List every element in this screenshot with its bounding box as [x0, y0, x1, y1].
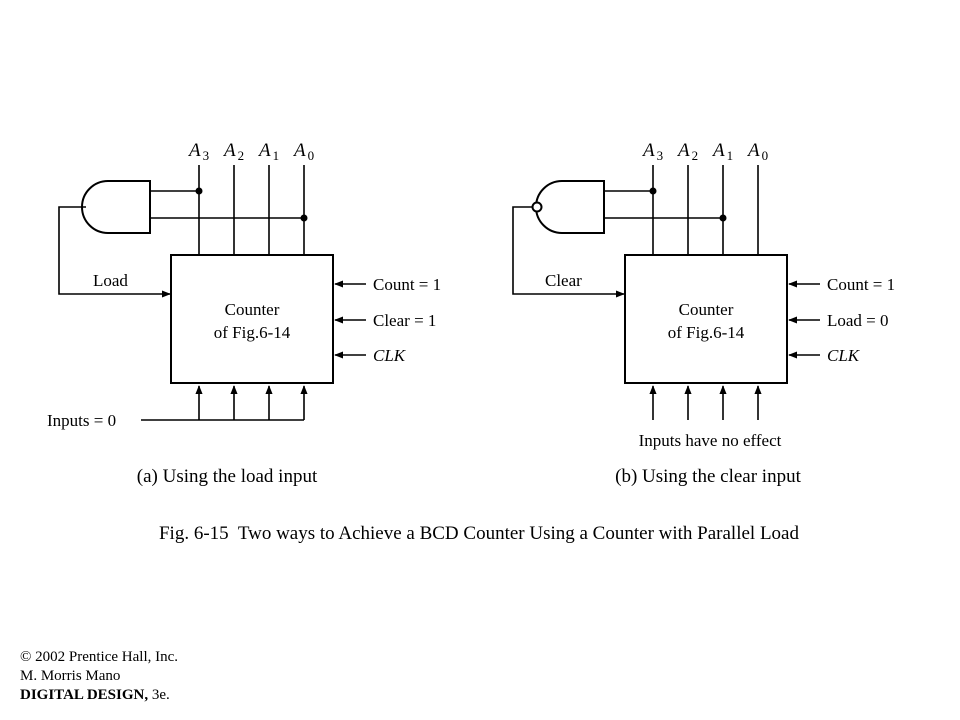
counter-box: [624, 254, 788, 384]
nand-gate-icon: [535, 180, 605, 234]
clear-feedback-wire: [512, 206, 625, 298]
panel-b-output-wires: [652, 165, 759, 255]
counter-subtitle: of Fig.6-14: [214, 323, 291, 342]
junction-dot: [195, 187, 203, 195]
panel-b-right-inputs: Count = 1 Load = 0 CLK: [788, 275, 895, 365]
load-label: Load: [93, 271, 128, 290]
book-edition: 3e.: [148, 687, 170, 703]
author-line: M. Morris Mano: [20, 668, 121, 684]
copyright-block: © 2002 Prentice Hall, Inc. M. Morris Man…: [20, 648, 178, 705]
panel-a-caption: (a) Using the load input: [137, 466, 318, 487]
load-feedback-wire: [58, 206, 171, 298]
inputs-no-effect-label: Inputs have no effect: [639, 431, 782, 450]
clear-input-label: Clear = 1: [373, 311, 436, 330]
panel-a-bottom-inputs: Inputs = 0: [47, 385, 308, 430]
panel-a-right-inputs: Count = 1 Clear = 1 CLK: [334, 275, 441, 365]
load-input-label: Load = 0: [827, 311, 889, 330]
and-gate-icon: [81, 180, 151, 234]
clear-label: Clear: [545, 271, 582, 290]
junction-dot: [300, 214, 308, 222]
counter-title: Counter: [679, 300, 734, 319]
inputs-zero-label: Inputs = 0: [47, 411, 116, 430]
count-input-label: Count = 1: [373, 275, 441, 294]
figure-caption: Fig. 6-15 Two ways to Achieve a BCD Coun…: [159, 523, 800, 544]
junction-dot: [719, 214, 727, 222]
junction-dot: [649, 187, 657, 195]
copyright-line: © 2002 Prentice Hall, Inc.: [20, 649, 179, 665]
clk-input-label: CLK: [827, 346, 861, 365]
book-line: DIGITAL DESIGN, 3e.: [20, 686, 178, 705]
counter-title: Counter: [225, 300, 280, 319]
count-input-label: Count = 1: [827, 275, 895, 294]
counter-box: [170, 254, 334, 384]
clk-input-label: CLK: [373, 346, 407, 365]
panel-b-bottom-inputs: Inputs have no effect: [639, 385, 782, 450]
book-title: DIGITAL DESIGN,: [20, 687, 149, 703]
panel-b-caption: (b) Using the clear input: [615, 466, 801, 487]
panel-a-output-wires: [198, 165, 305, 255]
inversion-bubble-icon: [531, 201, 543, 213]
counter-subtitle: of Fig.6-14: [668, 323, 745, 342]
